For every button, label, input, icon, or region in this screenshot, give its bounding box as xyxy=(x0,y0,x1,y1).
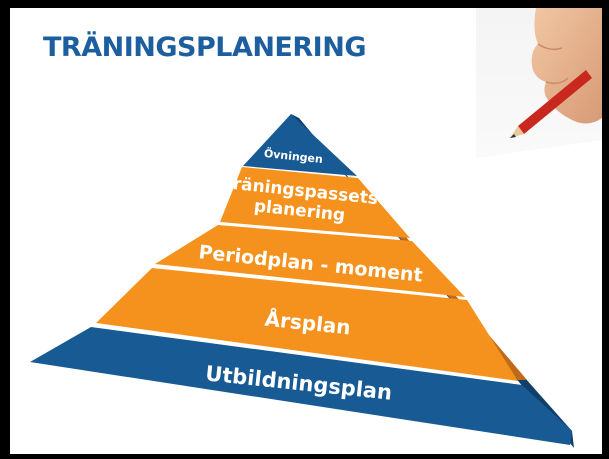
hand-pencil-image xyxy=(476,8,602,194)
planning-pyramid: Övningen Träningspassets planering Perio… xyxy=(30,114,574,448)
level-label-ovningen: Övningen xyxy=(263,146,323,166)
slide-title: TRÄNINGSPLANERING xyxy=(43,32,366,63)
pyramid-level-arsplan xyxy=(96,268,518,381)
pyramid-level-traningspasset xyxy=(220,167,410,238)
pyramid-level-ovningen xyxy=(243,114,357,176)
pyramid-level-utbildningsplan xyxy=(30,327,572,445)
pyramid-level-periodplan xyxy=(155,225,465,297)
slide: TRÄNINGSPLANERING xyxy=(10,8,602,454)
